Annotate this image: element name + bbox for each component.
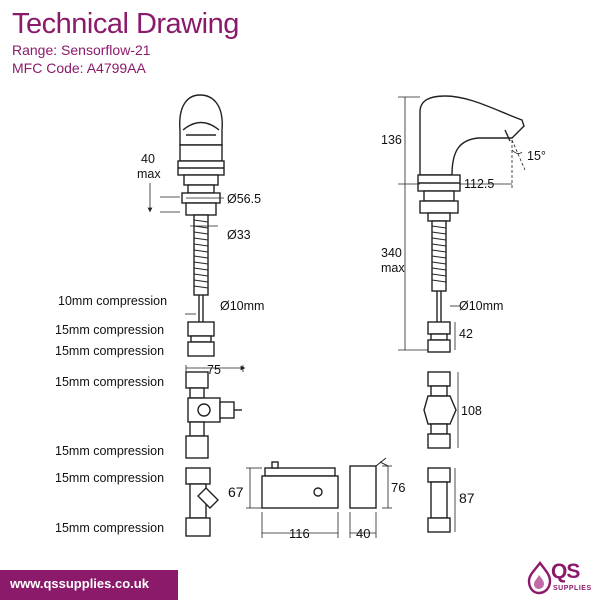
front-filter-assembly [185, 467, 219, 537]
dim-75-label: 75 [207, 363, 221, 377]
dim-112-label: 112.5 [464, 177, 494, 191]
footer-url-link[interactable]: www.qssupplies.co.uk [10, 576, 149, 591]
mfc-line: MFC Code: A4799AA [12, 60, 146, 76]
label-15mm-compression-4: 15mm compression [55, 444, 164, 458]
logo-text: QS [551, 560, 580, 583]
dim-56-label: Ø56.5 [227, 192, 261, 206]
dim-33-label: Ø33 [227, 228, 251, 242]
dim-d10-front-label: Ø10mm [220, 299, 264, 313]
logo-subtext: SUPPLIES [553, 585, 592, 592]
dim-d10-side-label: Ø10mm [459, 299, 503, 313]
range-key: Range: [12, 42, 58, 58]
label-15mm-compression-3: 15mm compression [55, 375, 164, 389]
dim-76-label: 76 [391, 480, 405, 495]
dim-40-box-label: 40 [356, 526, 370, 541]
dim-116-label: 116 [289, 526, 310, 541]
front-valve-assembly [185, 371, 242, 459]
mfc-value: A4799AA [86, 60, 146, 76]
range-value: Sensorflow-21 [61, 42, 151, 58]
dim-340-unit: max [381, 261, 405, 275]
label-15mm-compression-1: 15mm compression [55, 323, 164, 337]
dim-67-label: 67 [228, 484, 244, 500]
range-line: Range: Sensorflow-21 [12, 42, 151, 58]
label-15mm-compression-5: 15mm compression [55, 471, 164, 485]
front-threaded-shank [193, 214, 209, 296]
front-fitting-upper [187, 321, 215, 357]
side-valve-assembly [423, 371, 457, 449]
control-box-front [261, 461, 339, 509]
label-10mm-compression: 10mm compression [58, 294, 167, 308]
footer-bar [0, 570, 178, 600]
qs-logo-icon [527, 561, 552, 595]
side-filter-assembly [427, 467, 451, 533]
dim-87-label: 87 [459, 490, 475, 506]
dim-136-label: 136 [381, 133, 402, 147]
dim-340-label: 340 [381, 246, 402, 260]
side-threaded-shank [431, 220, 447, 292]
dim-108-label: 108 [461, 404, 482, 418]
dim-40-unit: max [137, 167, 161, 181]
dim-40-label: 40 [141, 152, 155, 166]
front-tap-body [177, 94, 225, 216]
dim-15deg-label: 15° [527, 149, 546, 163]
label-15mm-compression-2: 15mm compression [55, 344, 164, 358]
page-title: Technical Drawing [12, 8, 239, 40]
side-fitting-upper [427, 321, 451, 353]
side-tap-body [417, 95, 525, 222]
dim-15deg-arc [511, 149, 523, 154]
control-box-side [349, 457, 389, 509]
label-15mm-compression-6: 15mm compression [55, 521, 164, 535]
mfc-key: MFC Code: [12, 60, 84, 76]
dim-42-label: 42 [459, 327, 473, 341]
